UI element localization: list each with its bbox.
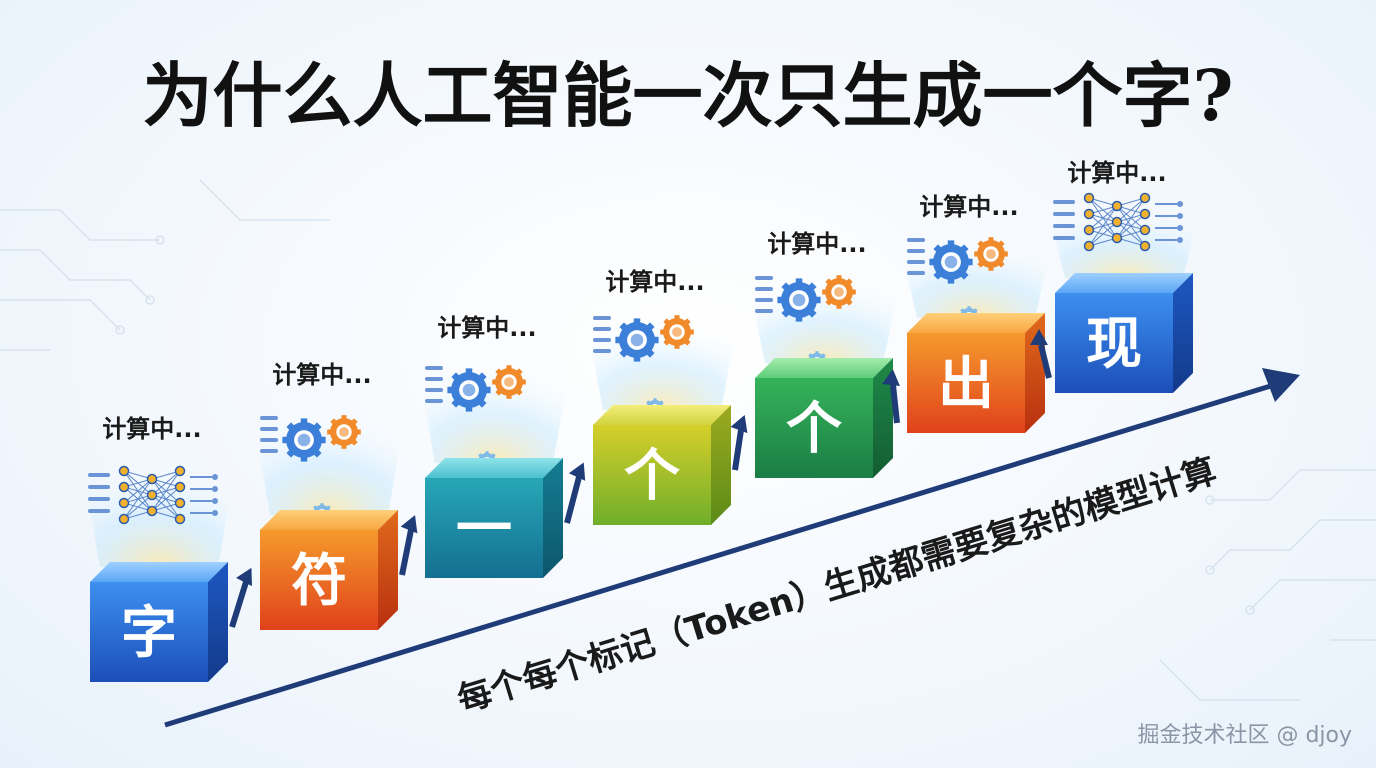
data-bar-icon <box>593 316 611 320</box>
computing-label: 计算中... <box>919 193 1018 221</box>
gear-icon <box>777 278 821 322</box>
step-arrow <box>564 476 582 524</box>
gear-icon <box>492 365 526 399</box>
step-arrowhead <box>1030 329 1048 345</box>
gear-icon <box>660 315 694 349</box>
progress-arrow <box>164 376 1294 728</box>
step-arrowhead <box>400 515 418 534</box>
gear-icon <box>615 318 659 362</box>
step-arrow <box>890 384 900 424</box>
data-bar-icon <box>593 338 611 342</box>
data-bar-icon <box>907 271 925 275</box>
token-char: 字 <box>121 601 177 666</box>
cube-side <box>543 458 563 578</box>
circuit-background-decoration <box>0 179 1376 701</box>
step-arrow <box>399 529 414 576</box>
token-char: 现 <box>1086 312 1142 377</box>
caption-text: 每个每个标记（Token）生成都需要复杂的模型计算 <box>453 451 1221 721</box>
data-bar-icon <box>907 249 925 253</box>
data-bar-icon <box>755 276 773 280</box>
cube-front <box>755 378 873 478</box>
cube-front <box>90 582 208 682</box>
token-char: 个 <box>624 444 680 509</box>
gear-icon <box>282 418 326 462</box>
gear-icon <box>447 368 491 412</box>
cube-side <box>1025 313 1045 433</box>
cube-front <box>907 333 1025 433</box>
computing-label: 计算中... <box>437 314 536 342</box>
data-bar-icon <box>260 438 278 442</box>
token-step: 计算中... 个 <box>745 230 903 478</box>
data-bar-icon <box>755 287 773 291</box>
data-bar-icon <box>593 327 611 331</box>
gear-icon <box>929 240 973 284</box>
data-bar-icon <box>593 349 611 353</box>
cube-front <box>593 425 711 525</box>
data-bar-icon <box>425 399 443 403</box>
token-step: 计算中... 个 <box>583 268 748 525</box>
token-step: 计算中... 符 <box>250 361 418 630</box>
data-bar-icon <box>260 449 278 453</box>
light-beam <box>583 305 741 410</box>
cube-side <box>208 562 228 682</box>
data-bar-icon <box>260 416 278 420</box>
neural-network-icon <box>88 465 218 525</box>
data-bar-icon <box>755 298 773 302</box>
token-char: 一 <box>456 497 512 562</box>
neural-network-icon <box>1053 192 1183 252</box>
light-beam <box>745 267 903 363</box>
token-char: 出 <box>938 352 994 417</box>
token-char: 符 <box>291 549 347 614</box>
computing-label: 计算中... <box>1067 159 1166 187</box>
cube-top <box>90 562 228 582</box>
token-steps: 计算中...字计算中...符计算中...一计算中...个计算中...个计算中..… <box>80 159 1203 682</box>
gear-icon <box>327 415 361 449</box>
progress-arrowhead <box>1262 368 1300 402</box>
data-bar-icon <box>907 238 925 242</box>
cube-top <box>593 405 731 425</box>
token-step: 计算中... 出 <box>897 193 1055 433</box>
step-arrow <box>732 429 744 471</box>
token-step: 计算中... 一 <box>415 314 586 578</box>
watermark: 掘金技术社区 @ djoy <box>1137 723 1352 748</box>
cube-top <box>1055 273 1193 293</box>
cube-side <box>711 405 731 525</box>
gear-icon <box>822 275 856 309</box>
cube-front <box>425 478 543 578</box>
page-title: 为什么人工智能一次只生成一个字? <box>142 54 1233 137</box>
light-beam <box>250 398 408 515</box>
token-step: 计算中... 字 <box>80 415 252 682</box>
data-bar-icon <box>425 366 443 370</box>
data-bar-icon <box>425 377 443 381</box>
cube-front <box>1055 293 1173 393</box>
cube-top <box>425 458 563 478</box>
computing-label: 计算中... <box>272 361 371 389</box>
computing-label: 计算中... <box>102 415 201 443</box>
cube-top <box>907 313 1045 333</box>
step-arrowhead <box>568 462 586 481</box>
data-bar-icon <box>260 427 278 431</box>
cube-top <box>260 510 398 530</box>
step-arrowhead <box>882 369 900 387</box>
token-step: 计算中... 现 <box>1045 159 1203 393</box>
cube-top <box>755 358 893 378</box>
cube-front <box>260 530 378 630</box>
step-arrowhead <box>730 415 748 434</box>
computing-label: 计算中... <box>767 230 866 258</box>
cube-side <box>1173 273 1193 393</box>
cube-side <box>873 358 893 478</box>
computing-label: 计算中... <box>605 268 704 296</box>
step-arrowhead <box>236 567 252 587</box>
step-arrow <box>229 581 249 628</box>
data-bar-icon <box>755 309 773 313</box>
data-bar-icon <box>425 388 443 392</box>
data-bar-icon <box>907 260 925 264</box>
cube-side <box>378 510 398 630</box>
token-char: 个 <box>786 397 842 462</box>
step-arrow <box>1038 344 1052 379</box>
gear-icon <box>974 237 1008 271</box>
